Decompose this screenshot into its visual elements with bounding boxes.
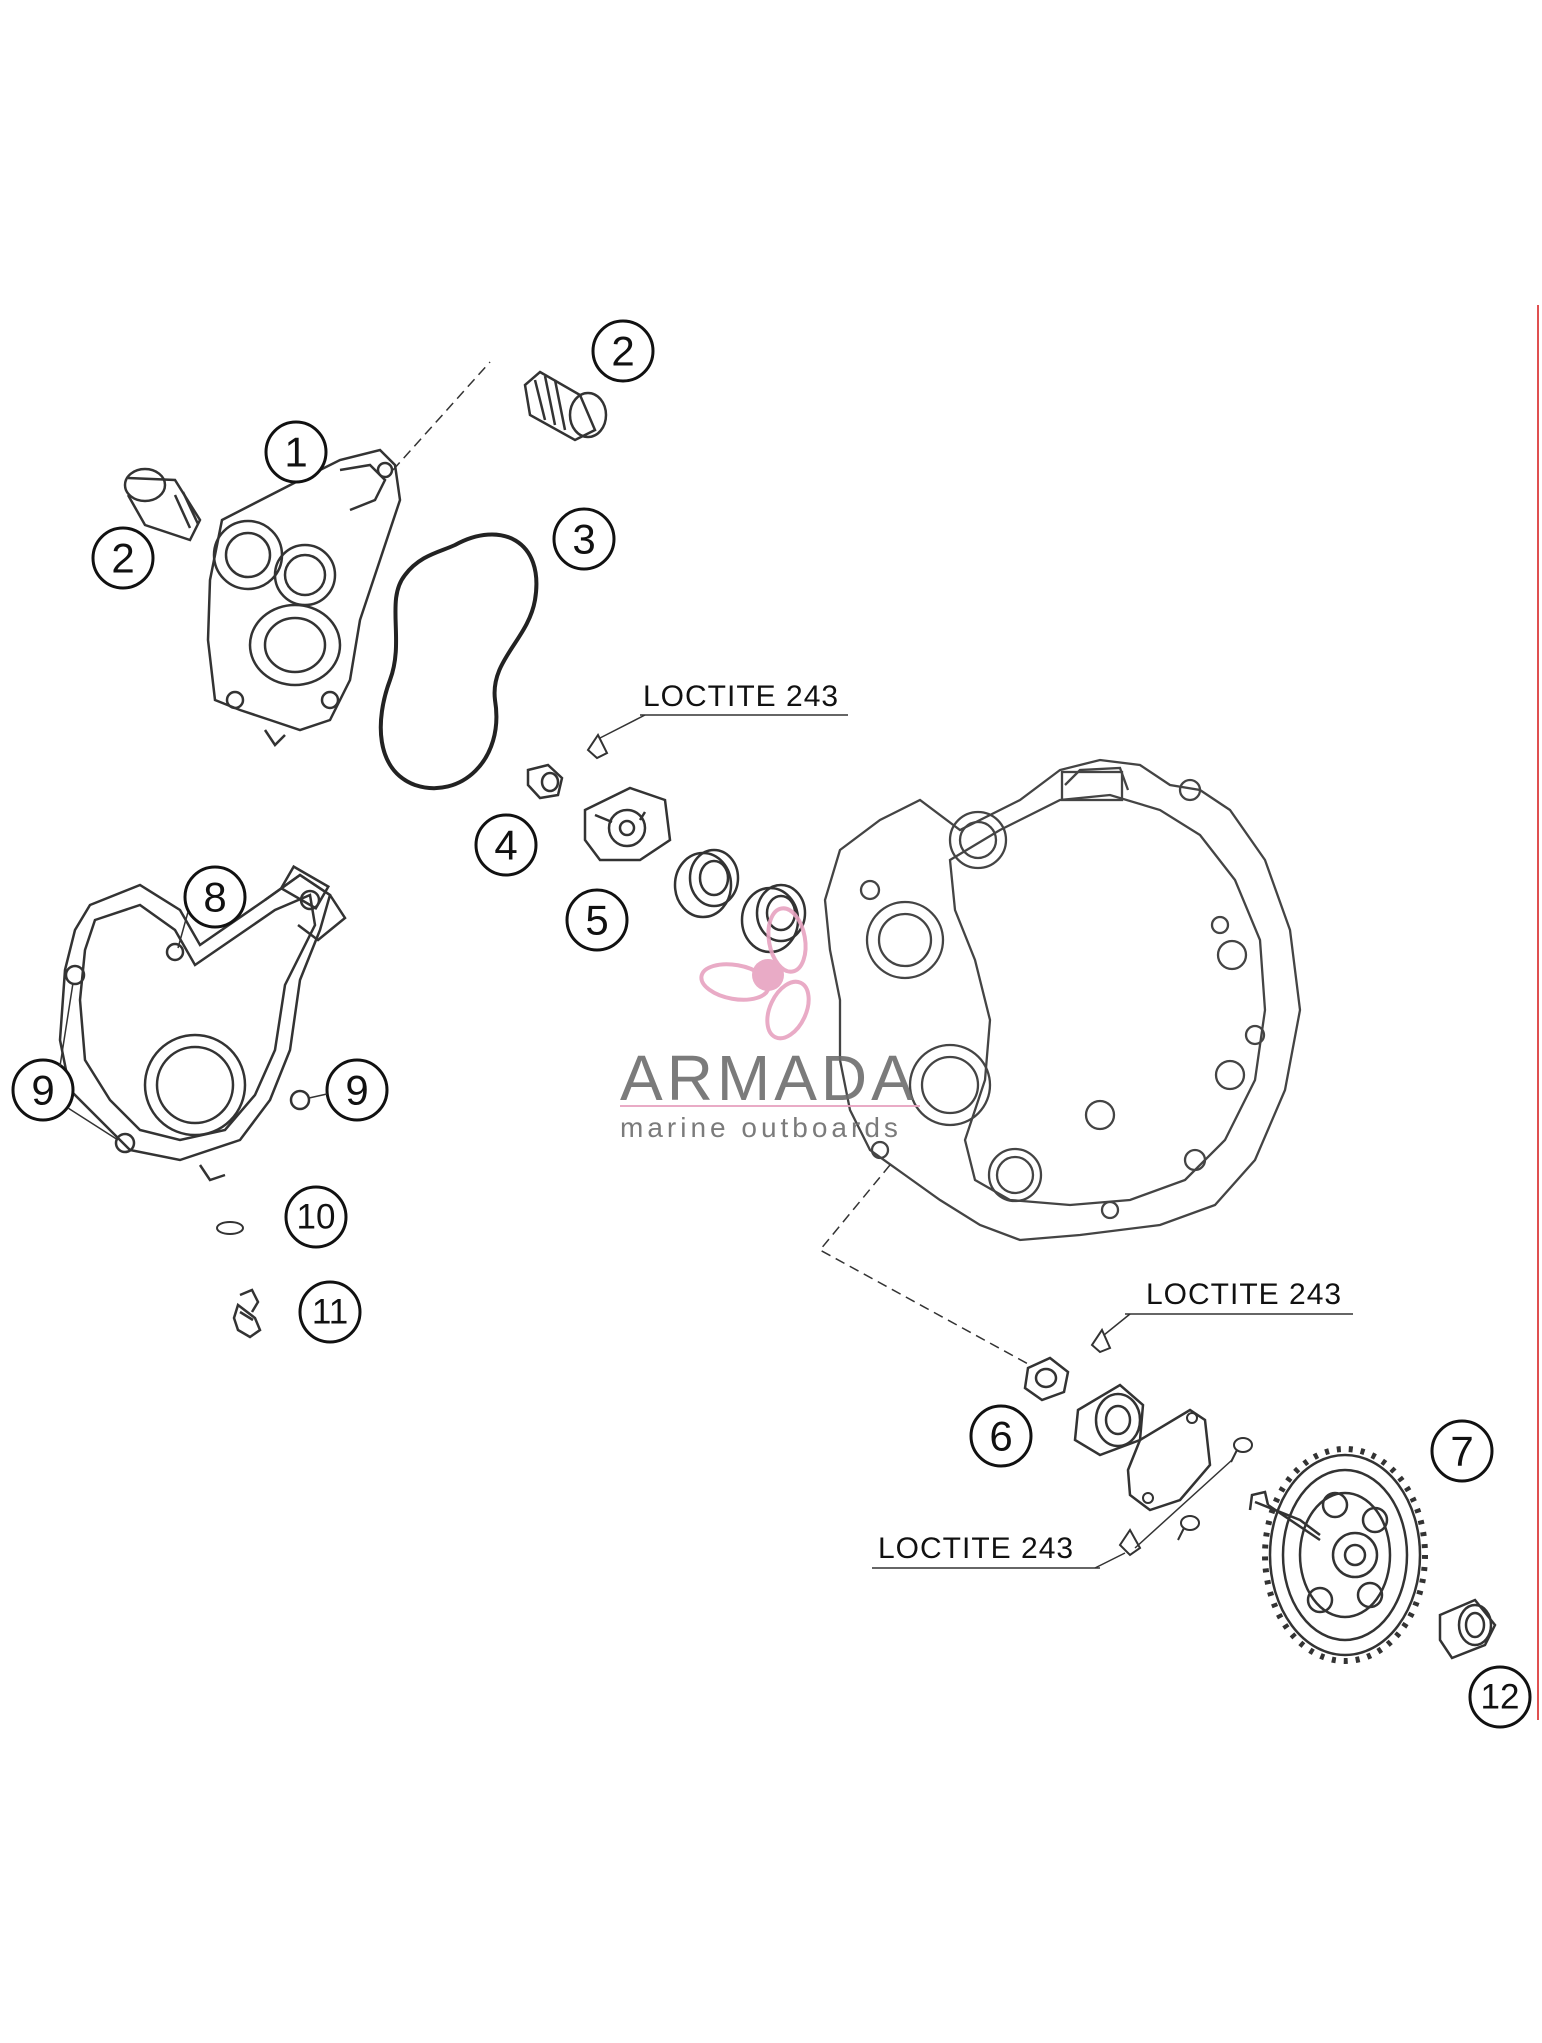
callout-2-upper: 2 bbox=[591, 319, 655, 383]
callout-9-right: 9 bbox=[325, 1058, 389, 1122]
callout-2-lower-number: 2 bbox=[111, 535, 134, 582]
leader-line-part-1 bbox=[392, 361, 491, 471]
callout-5-number: 5 bbox=[585, 897, 608, 944]
callout-9-left: 9 bbox=[11, 1058, 75, 1122]
callout-7: 7 bbox=[1430, 1419, 1494, 1483]
bearing-part bbox=[1073, 1383, 1145, 1457]
leader-line-crankcase bbox=[818, 1164, 1031, 1366]
loctite-drop-1 bbox=[586, 733, 609, 760]
callout-9-left-number: 9 bbox=[31, 1067, 54, 1114]
loctite-label-3: LOCTITE 243 bbox=[878, 1532, 1074, 1565]
callout-6-number: 6 bbox=[989, 1413, 1012, 1460]
pump-cover-part bbox=[58, 864, 347, 1182]
loctite-drop-3 bbox=[1118, 1528, 1142, 1557]
crankcase-cover-part bbox=[823, 758, 1302, 1242]
nut-part-small bbox=[526, 763, 564, 800]
pump-housing-part bbox=[206, 448, 402, 747]
fitting-part-upper bbox=[523, 370, 608, 442]
callout-3: 3 bbox=[552, 507, 616, 571]
washer-part bbox=[216, 1221, 244, 1235]
callout-7-number: 7 bbox=[1450, 1428, 1473, 1475]
callout-6: 6 bbox=[969, 1404, 1033, 1468]
loctite-drop-2 bbox=[1090, 1327, 1112, 1354]
nut-part bbox=[1023, 1356, 1070, 1402]
callout-8-number: 8 bbox=[203, 874, 226, 921]
callout-4: 4 bbox=[474, 813, 538, 877]
screw-part bbox=[232, 1288, 262, 1339]
o-ring-part bbox=[378, 532, 539, 791]
callout-12-number: 12 bbox=[1481, 1678, 1520, 1717]
gear-teeth bbox=[1262, 1446, 1428, 1664]
small-screws-part bbox=[1177, 1437, 1253, 1541]
callout-2-upper-number: 2 bbox=[611, 328, 634, 375]
callout-9-right-number: 9 bbox=[345, 1067, 368, 1114]
callout-3-number: 3 bbox=[572, 516, 595, 563]
callout-1-number: 1 bbox=[284, 429, 307, 476]
callout-4-number: 4 bbox=[494, 822, 517, 869]
callout-10: 10 bbox=[284, 1185, 348, 1249]
watermark-brand: ARMADA bbox=[620, 1042, 918, 1114]
watermark-tagline: marine outboards bbox=[620, 1112, 902, 1143]
callout-8: 8 bbox=[183, 865, 247, 929]
seal-ring-1 bbox=[673, 848, 740, 919]
callout-2-lower: 2 bbox=[91, 526, 155, 590]
callout-11: 11 bbox=[298, 1280, 362, 1344]
callout-12: 12 bbox=[1468, 1665, 1532, 1729]
loctite-label-2: LOCTITE 243 bbox=[1146, 1278, 1342, 1311]
watermark-logo: ARMADA marine outboards bbox=[620, 906, 920, 1143]
callout-10-number: 10 bbox=[297, 1198, 336, 1237]
loctite-label-1: LOCTITE 243 bbox=[643, 680, 839, 713]
callout-1: 1 bbox=[264, 420, 328, 484]
fitting-part-lower bbox=[123, 467, 202, 542]
callout-11-number: 11 bbox=[312, 1293, 348, 1332]
callout-5: 5 bbox=[565, 888, 629, 952]
gear-shaft-part bbox=[1248, 1453, 1422, 1657]
needle-bearing-part bbox=[1438, 1598, 1497, 1660]
impeller-part bbox=[583, 786, 672, 862]
